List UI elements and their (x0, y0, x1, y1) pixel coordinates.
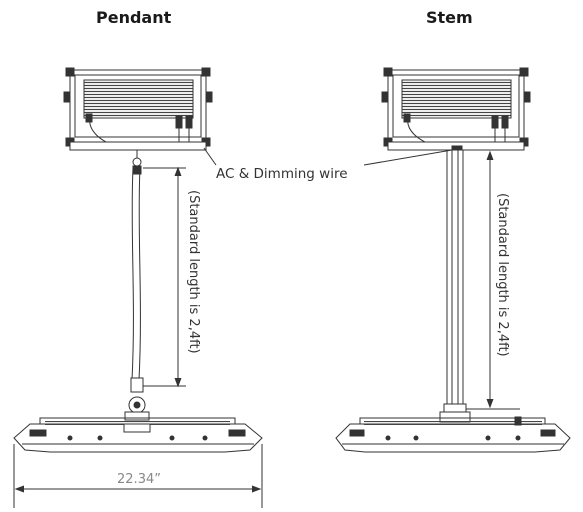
width-dimension (13, 444, 263, 508)
pendant-cable (131, 150, 142, 381)
wire-callout-label: AC & Dimming wire (216, 166, 348, 182)
stem-heading: Stem (426, 8, 473, 27)
pendant-driver-box (63, 67, 213, 151)
pendant-length-dimension (143, 166, 186, 388)
stem-length-label: (Standard length is 2,4ft) (495, 193, 510, 357)
wire-leader-lines (203, 147, 453, 166)
width-dimension-label: 22.34” (117, 472, 161, 487)
pendant-length-label: (Standard length is 2,4ft) (186, 190, 201, 354)
stem-pole (439, 149, 471, 423)
pendant-hook (124, 377, 150, 421)
stem-driver-box (381, 67, 531, 153)
stem-length-dimension (466, 149, 520, 410)
pendant-fixture (13, 67, 263, 453)
stem-fixture (335, 67, 571, 453)
stem-light-head (335, 416, 571, 453)
pendant-light-head (13, 417, 263, 453)
pendant-heading: Pendant (96, 8, 172, 27)
